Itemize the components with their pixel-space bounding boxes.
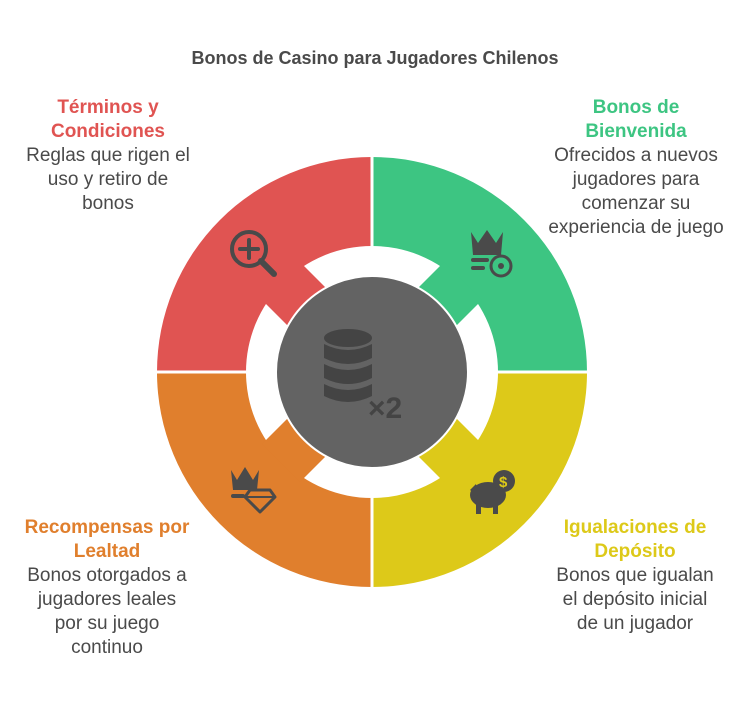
svg-text:$: $	[499, 474, 508, 491]
connector-terminos	[262, 262, 332, 332]
igualaciones-heading: Igualaciones de Depósito	[563, 517, 707, 562]
bienvenida-description: Ofrecidos a nuevos jugadores para comenz…	[548, 145, 724, 238]
recompensas-heading: Recompensas por Lealtad	[24, 517, 190, 562]
text-block-bienvenida: Bonos de Bienvenida Ofrecidos a nuevos j…	[526, 96, 746, 240]
text-block-recompensas: Recompensas por Lealtad Bonos otorgados …	[0, 516, 214, 660]
segment-recompensas	[157, 372, 372, 587]
connector-recompensas	[262, 412, 332, 482]
crown-chip-icon	[471, 230, 513, 278]
text-block-igualaciones: Igualaciones de Depósito Bonos que igual…	[530, 516, 740, 636]
terminos-heading: Términos y Condiciones	[50, 97, 165, 142]
segment-igualaciones	[372, 372, 587, 587]
database-x2-icon: ×2	[324, 329, 402, 425]
connector-igualaciones	[412, 412, 482, 482]
terminos-description: Reglas que rigen el uso y retiro de bono…	[26, 145, 190, 214]
text-block-terminos: Términos y Condiciones Reglas que rigen …	[0, 96, 216, 216]
connector-bienvenida	[412, 262, 482, 332]
bienvenida-heading: Bonos de Bienvenida	[585, 97, 687, 142]
zoom-in-icon	[230, 230, 277, 277]
svg-text:×2: ×2	[368, 392, 402, 425]
recompensas-description: Bonos otorgados a jugadores leales por s…	[27, 565, 187, 658]
segment-bienvenida	[372, 157, 587, 372]
igualaciones-description: Bonos que igualan el depósito inicial de…	[556, 565, 714, 634]
crown-gem-icon	[231, 467, 277, 514]
diagram-title: Bonos de Casino para Jugadores Chilenos	[191, 48, 559, 68]
piggy-bank-dollar-icon: $	[470, 470, 515, 514]
